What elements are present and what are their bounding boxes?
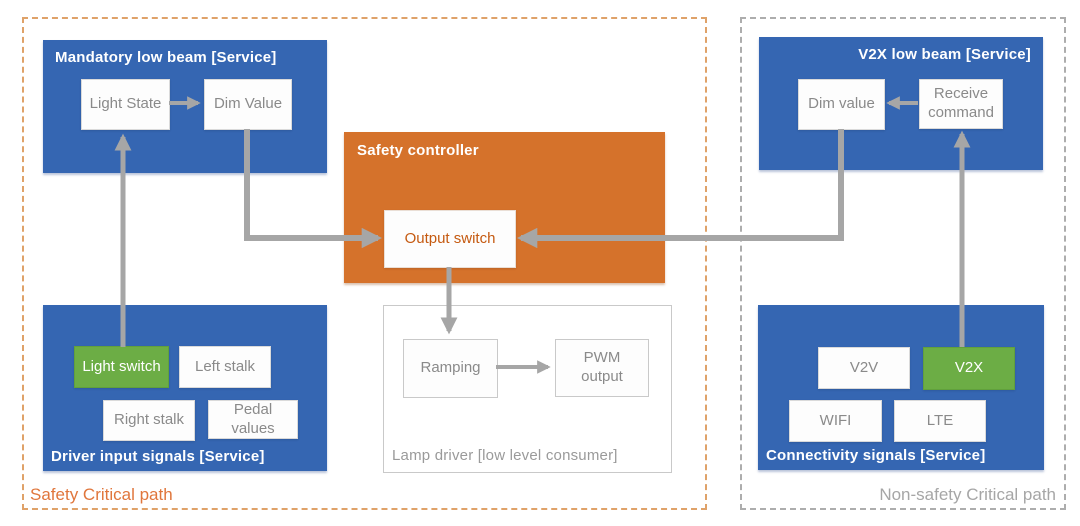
lamp-driver-consumer: Ramping PWM output Lamp driver [low leve… — [383, 305, 672, 473]
node-output-switch: Output switch — [384, 210, 516, 268]
node-lte: LTE — [894, 400, 986, 442]
v2x-low-beam-title: V2X low beam [Service] — [858, 46, 1031, 63]
node-pwm-output: PWM output — [555, 339, 649, 397]
node-left-stalk: Left stalk — [179, 346, 271, 388]
node-ramping: Ramping — [403, 339, 498, 398]
safety-controller-title: Safety controller — [357, 142, 479, 159]
node-pedal-values: Pedal values — [208, 400, 298, 439]
v2x-low-beam-service: V2X low beam [Service] Dim value Receive… — [759, 37, 1043, 170]
node-light-state: Light State — [81, 79, 170, 130]
node-right-stalk: Right stalk — [103, 400, 195, 441]
lamp-driver-title: Lamp driver [low level consumer] — [392, 447, 618, 464]
connectivity-signals-service: V2V V2X WIFI LTE Connectivity signals [S… — [758, 305, 1044, 470]
node-light-switch: Light switch — [74, 346, 169, 388]
mandatory-low-beam-title: Mandatory low beam [Service] — [55, 49, 277, 66]
driver-input-title: Driver input signals [Service] — [51, 448, 265, 465]
safety-critical-region: Safety Critical path — [22, 17, 707, 510]
node-v2x-dim-value: Dim value — [798, 79, 885, 130]
driver-input-signals-service: Light switch Left stalk Right stalk Peda… — [43, 305, 327, 471]
node-v2v: V2V — [818, 347, 910, 389]
mandatory-low-beam-service: Mandatory low beam [Service] Light State… — [43, 40, 327, 173]
safety-critical-region-label: Safety Critical path — [30, 485, 173, 504]
non-safety-region: Non-safety Critical path — [740, 17, 1066, 510]
node-wifi: WIFI — [789, 400, 882, 442]
node-v2x: V2X — [923, 347, 1015, 390]
non-safety-region-label: Non-safety Critical path — [879, 485, 1056, 504]
safety-controller: Safety controller Output switch — [344, 132, 665, 283]
node-dim-value: Dim Value — [204, 79, 292, 130]
connectivity-title: Connectivity signals [Service] — [766, 447, 986, 464]
node-receive-command: Receive command — [919, 79, 1003, 129]
